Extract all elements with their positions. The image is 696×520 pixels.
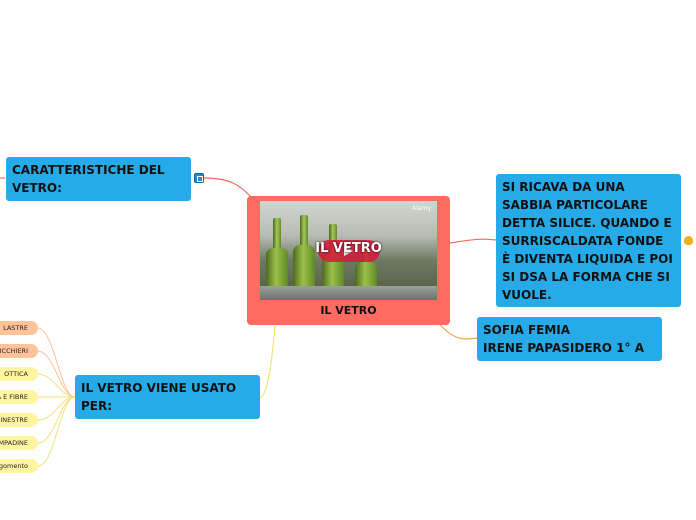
use-item[interactable]: BICCHIERI: [0, 344, 38, 358]
hand-icon: [684, 236, 693, 245]
link-authors: [439, 324, 478, 340]
play-icon[interactable]: [318, 240, 380, 262]
node-caratteristiche-text: CARATTERISTICHE DEL VETRO:: [12, 163, 165, 195]
video-watermark: Alamy: [412, 205, 431, 212]
use-item[interactable]: LASTRE: [0, 321, 38, 335]
node-authors[interactable]: SOFIA FEMIA IRENE PAPASIDERO 1° A: [477, 317, 662, 361]
central-node[interactable]: Alamy IL VETRO IL VETRO: [247, 196, 450, 325]
use-item[interactable]: LAMPADINE: [0, 436, 38, 450]
links-uses: [37, 327, 76, 467]
node-usato[interactable]: IL VETRO VIENE USATO PER:: [75, 375, 260, 419]
node-ricava[interactable]: SI RICAVA DA UNA SABBIA PARTICOLARE DETT…: [496, 174, 681, 307]
note-icon[interactable]: [194, 173, 204, 183]
central-title: IL VETRO: [320, 304, 377, 317]
author-line-2: IRENE PAPASIDERO 1° A: [483, 341, 644, 355]
node-ricava-text: SI RICAVA DA UNA SABBIA PARTICOLARE DETT…: [502, 180, 673, 302]
link-caratteristiche: [203, 177, 253, 199]
use-item[interactable]: OTTICA: [0, 367, 38, 381]
link-usato: [259, 325, 276, 399]
link-ricava: [449, 238, 497, 244]
node-usato-text: IL VETRO VIENE USATO PER:: [81, 381, 237, 413]
conveyor-belt: [260, 286, 437, 300]
video-thumbnail[interactable]: Alamy IL VETRO: [260, 201, 437, 300]
use-item[interactable]: Argomento: [0, 459, 38, 473]
use-item[interactable]: FINESTRE: [0, 413, 38, 427]
use-item[interactable]: LANA E FIBRE: [0, 390, 38, 404]
node-caratteristiche[interactable]: CARATTERISTICHE DEL VETRO:: [6, 157, 191, 201]
author-line-1: SOFIA FEMIA: [483, 323, 571, 337]
video-overlay-title: IL VETRO: [315, 241, 382, 256]
